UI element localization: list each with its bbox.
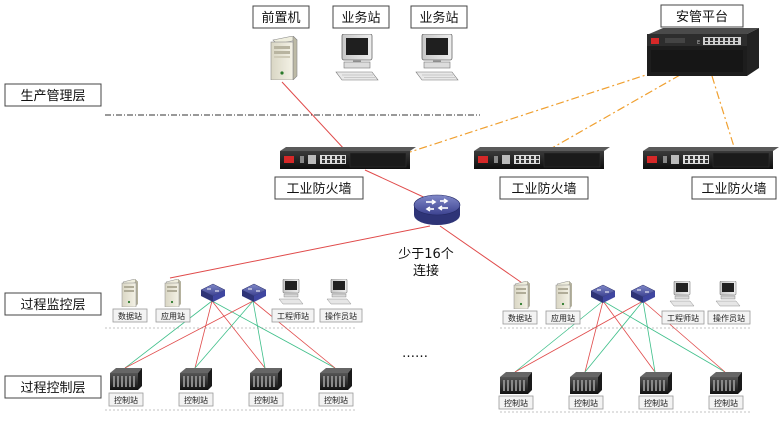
right-control-label-2: 控制站 [568, 395, 604, 410]
left-control-label-2: 控制站 [178, 392, 214, 407]
ellipsis-more-groups: …… [402, 346, 428, 361]
link-secplat-fw1 [409, 71, 656, 153]
operator-station-icon[interactable] [326, 279, 352, 305]
svg-text:控制站: 控制站 [644, 398, 668, 408]
front-server-node[interactable]: 前置机 [252, 5, 310, 80]
connection-note-line2: 连接 [413, 263, 439, 279]
firewall-2-node[interactable]: 工业防火墙 [473, 147, 611, 200]
svg-text:工程师站: 工程师站 [667, 313, 699, 323]
firewall-icon [279, 147, 417, 169]
rack-server-icon [647, 28, 759, 76]
firewall-1-node[interactable]: 工业防火墙 [274, 147, 417, 200]
right-control-label-3: 控制站 [638, 395, 674, 410]
link-frontserver-fw1 [281, 81, 346, 151]
layer-label: 生产管理层 [20, 89, 85, 104]
svg-text:控制站: 控制站 [184, 395, 208, 405]
svg-text:工程师站: 工程师站 [277, 311, 309, 321]
data-server-icon[interactable] [121, 279, 139, 307]
svg-text:应用站: 应用站 [551, 313, 575, 323]
workstation-icon [335, 34, 379, 81]
left-monitor-label-1: 数据站 [112, 308, 148, 323]
data-server-icon[interactable] [513, 281, 531, 309]
firewall-icon [642, 147, 780, 169]
layer-production-management: 生产管理层 [4, 83, 102, 107]
firewall-3-node[interactable]: 工业防火墙 [642, 147, 780, 200]
right-monitor-label-1: 数据站 [502, 310, 538, 325]
workstation-icon [415, 34, 459, 81]
operator-station-icon[interactable] [715, 281, 741, 307]
control-station-icon[interactable] [110, 368, 142, 390]
right-group: 数据站 应用站 工程师站 操作员站 控制站 控制站 控制站 [498, 281, 751, 410]
control-station-icon[interactable] [640, 372, 672, 394]
right-mesh [514, 300, 726, 373]
app-server-icon[interactable] [555, 281, 573, 309]
app-server-icon[interactable] [164, 279, 182, 307]
svg-text:控制站: 控制站 [114, 395, 138, 405]
security-platform-label: 安管平台 [676, 10, 728, 25]
svg-text:控制站: 控制站 [324, 395, 348, 405]
workstation-2-label: 业务站 [419, 10, 458, 26]
left-monitor-label-2: 应用站 [155, 308, 191, 323]
connection-note-line1: 少于16个 [398, 247, 454, 262]
svg-text:控制站: 控制站 [504, 398, 528, 408]
svg-text:数据站: 数据站 [508, 313, 532, 323]
workstation-1-node[interactable]: 业务站 [332, 5, 390, 81]
control-station-icon[interactable] [320, 368, 352, 390]
svg-text:操作员站: 操作员站 [325, 311, 357, 321]
switch-b-icon[interactable] [241, 283, 267, 303]
core-switch-icon[interactable] [413, 194, 461, 226]
switch-a-icon[interactable] [590, 284, 616, 304]
front-server-label: 前置机 [261, 10, 300, 26]
svg-text:控制站: 控制站 [574, 398, 598, 408]
link-fw1-coreswitch [364, 169, 431, 201]
left-monitor-label-3: 工程师站 [271, 308, 315, 323]
control-station-icon[interactable] [180, 368, 212, 390]
workstation-2-node[interactable]: 业务站 [410, 5, 468, 81]
layer-label: 过程控制层 [20, 381, 85, 396]
right-control-label-4: 控制站 [708, 395, 744, 410]
control-station-icon[interactable] [710, 372, 742, 394]
right-monitor-label-2: 应用站 [545, 310, 581, 325]
layer-label: 过程监控层 [20, 298, 85, 313]
engineer-station-icon[interactable] [669, 281, 695, 307]
control-station-icon[interactable] [500, 372, 532, 394]
control-station-icon[interactable] [570, 372, 602, 394]
link-secplat-fw2 [544, 74, 681, 153]
link-coreswitch-left-group [169, 225, 431, 279]
firewall-2-label: 工业防火墙 [511, 181, 576, 197]
links [124, 71, 736, 373]
left-control-label-4: 控制站 [318, 392, 354, 407]
engineer-station-icon[interactable] [278, 279, 304, 305]
svg-text:控制站: 控制站 [714, 398, 738, 408]
right-monitor-label-3: 工程师站 [661, 310, 705, 325]
svg-text:控制站: 控制站 [254, 395, 278, 405]
left-control-label-1: 控制站 [108, 392, 144, 407]
left-monitor-label-4: 操作员站 [319, 308, 363, 323]
svg-text:数据站: 数据站 [118, 311, 142, 321]
firewall-icon [473, 147, 611, 169]
right-monitor-label-4: 操作员站 [707, 310, 751, 325]
left-group: 数据站 应用站 工程师站 操作员站 控制站 控制站 控制站 [108, 279, 363, 407]
workstation-1-label: 业务站 [341, 10, 380, 26]
link-secplat-fw3 [711, 75, 736, 151]
left-control-label-3: 控制站 [248, 392, 284, 407]
control-station-icon[interactable] [250, 368, 282, 390]
svg-text:操作员站: 操作员站 [713, 313, 745, 323]
switch-b-icon[interactable] [630, 284, 656, 304]
firewall-3-label: 工业防火墙 [701, 181, 766, 197]
layer-process-control: 过程控制层 [4, 375, 102, 399]
security-platform-node[interactable]: 安管平台 [647, 4, 759, 76]
right-control-label-1: 控制站 [498, 395, 534, 410]
svg-text:应用站: 应用站 [161, 311, 185, 321]
switch-a-icon[interactable] [200, 283, 226, 303]
link-coreswitch-right-group [439, 225, 526, 286]
server-icon [270, 36, 298, 80]
firewall-1-label: 工业防火墙 [286, 181, 351, 197]
left-mesh [124, 300, 336, 369]
layer-process-monitoring: 过程监控层 [4, 292, 102, 316]
